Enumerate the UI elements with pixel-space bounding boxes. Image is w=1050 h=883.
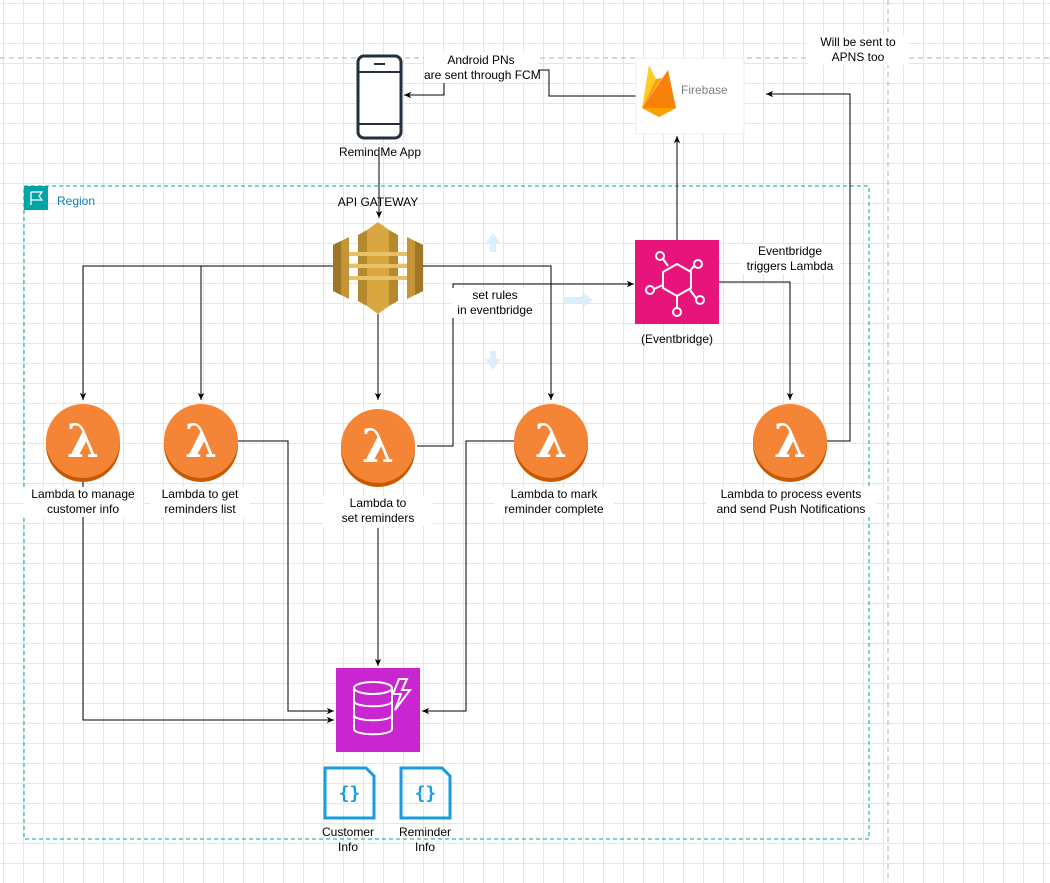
apns-label: Will be sent to APNS too: [808, 35, 908, 65]
lambda-push-label: Lambda to process events and send Push N…: [706, 487, 876, 517]
lambda-push-line-1: Lambda to process events: [720, 487, 862, 501]
firebase-label: Firebase: [681, 83, 728, 97]
apns-line-2: APNS too: [831, 50, 885, 64]
edge-lambda-get-to-db: [238, 440, 334, 715]
svg-text:λ: λ: [535, 414, 567, 468]
lambda-set-line-2: set reminders: [341, 511, 415, 525]
lambda-mark-line-1: Lambda to mark: [510, 487, 598, 501]
edge-lambda-customer-to-db: [82, 482, 334, 724]
apns-line-1: Will be sent to: [820, 35, 896, 49]
customer-info-line-1: Customer: [321, 825, 374, 839]
svg-text:λ: λ: [774, 414, 806, 468]
customer-info-line-2: Info: [337, 840, 358, 854]
svg-text:λ: λ: [185, 414, 217, 468]
mobile-phone-icon[interactable]: [356, 54, 403, 140]
reminder-info-line-1: Reminder: [398, 825, 452, 839]
firebase-node[interactable]: [635, 57, 745, 135]
lambda-get-line-1: Lambda to get: [161, 487, 239, 501]
svg-text:{}: {}: [415, 783, 437, 804]
eb-triggers-line-2: triggers Lambda: [746, 259, 834, 273]
reminder-info-line-2: Info: [414, 840, 435, 854]
move-handles: [485, 233, 593, 370]
lambda-mark-label: Lambda to mark reminder complete: [494, 487, 614, 517]
lambda-customer-line-1: Lambda to manage: [31, 487, 135, 501]
reminder-info-json-icon[interactable]: {}: [399, 766, 452, 820]
lambda-mark-line-2: reminder complete: [504, 502, 604, 516]
svg-text:λ: λ: [67, 414, 99, 468]
lambda-customer-icon[interactable]: λ: [46, 404, 120, 482]
edge-lambda-push-to-firebase: [766, 90, 851, 442]
set-rules-line-1: set rules: [472, 288, 518, 302]
android-pns-line-1: Android PNs: [447, 53, 515, 67]
lambda-set-icon[interactable]: λ: [341, 409, 415, 487]
svg-text:{}: {}: [339, 783, 361, 804]
lambda-push-icon[interactable]: λ: [753, 404, 827, 482]
android-pns-line-2: are sent through FCM: [424, 68, 541, 82]
lambda-get-label: Lambda to get reminders list: [150, 487, 250, 517]
lambda-customer-label: Lambda to manage customer info: [23, 487, 143, 517]
lambda-set-label: Lambda to set reminders: [323, 496, 433, 526]
lambda-get-line-2: reminders list: [164, 502, 236, 516]
lambda-set-line-1: Lambda to: [349, 496, 407, 510]
lambda-get-icon[interactable]: λ: [164, 404, 238, 482]
set-rules-line-2: in eventbridge: [457, 303, 533, 317]
edge-apigw-to-lambda-mark: [423, 265, 555, 400]
api-gateway-icon[interactable]: [333, 222, 423, 314]
svg-text:λ: λ: [362, 419, 394, 473]
dynamodb-icon[interactable]: [336, 668, 420, 752]
edge-apigw-to-lambda-customer: [79, 265, 333, 400]
edge-lambda-mark-to-db: [422, 440, 514, 715]
api-gateway-label: API GATEWAY: [337, 195, 419, 209]
lambda-push-line-2: and send Push Notifications: [716, 502, 866, 516]
region-label: Region: [57, 194, 96, 208]
app-label: RemindMe App: [338, 145, 422, 159]
eb-triggers-line-1: Eventbridge: [757, 244, 823, 258]
eventbridge-triggers-label: Eventbridge triggers Lambda: [741, 244, 839, 274]
firebase-flame-icon: [642, 65, 676, 117]
reminder-info-label: Reminder Info: [392, 825, 458, 855]
customer-info-label: Customer Info: [315, 825, 381, 855]
edge-lambda-set-to-eventbridge: [417, 280, 634, 447]
eventbridge-icon[interactable]: [635, 240, 719, 324]
android-pns-label: Android PNs are sent through FCM: [424, 53, 541, 83]
edge-apigw-to-lambda-get: [197, 265, 333, 400]
customer-info-json-icon[interactable]: {}: [323, 766, 376, 820]
lambda-mark-icon[interactable]: λ: [514, 404, 588, 482]
lambda-customer-line-2: customer info: [46, 502, 120, 516]
edge-eventbridge-to-lambda-push: [719, 281, 794, 400]
eventbridge-label: (Eventbridge): [640, 332, 714, 346]
set-rules-label: set rules in eventbridge: [452, 288, 538, 318]
region-flag-icon: [24, 186, 48, 210]
